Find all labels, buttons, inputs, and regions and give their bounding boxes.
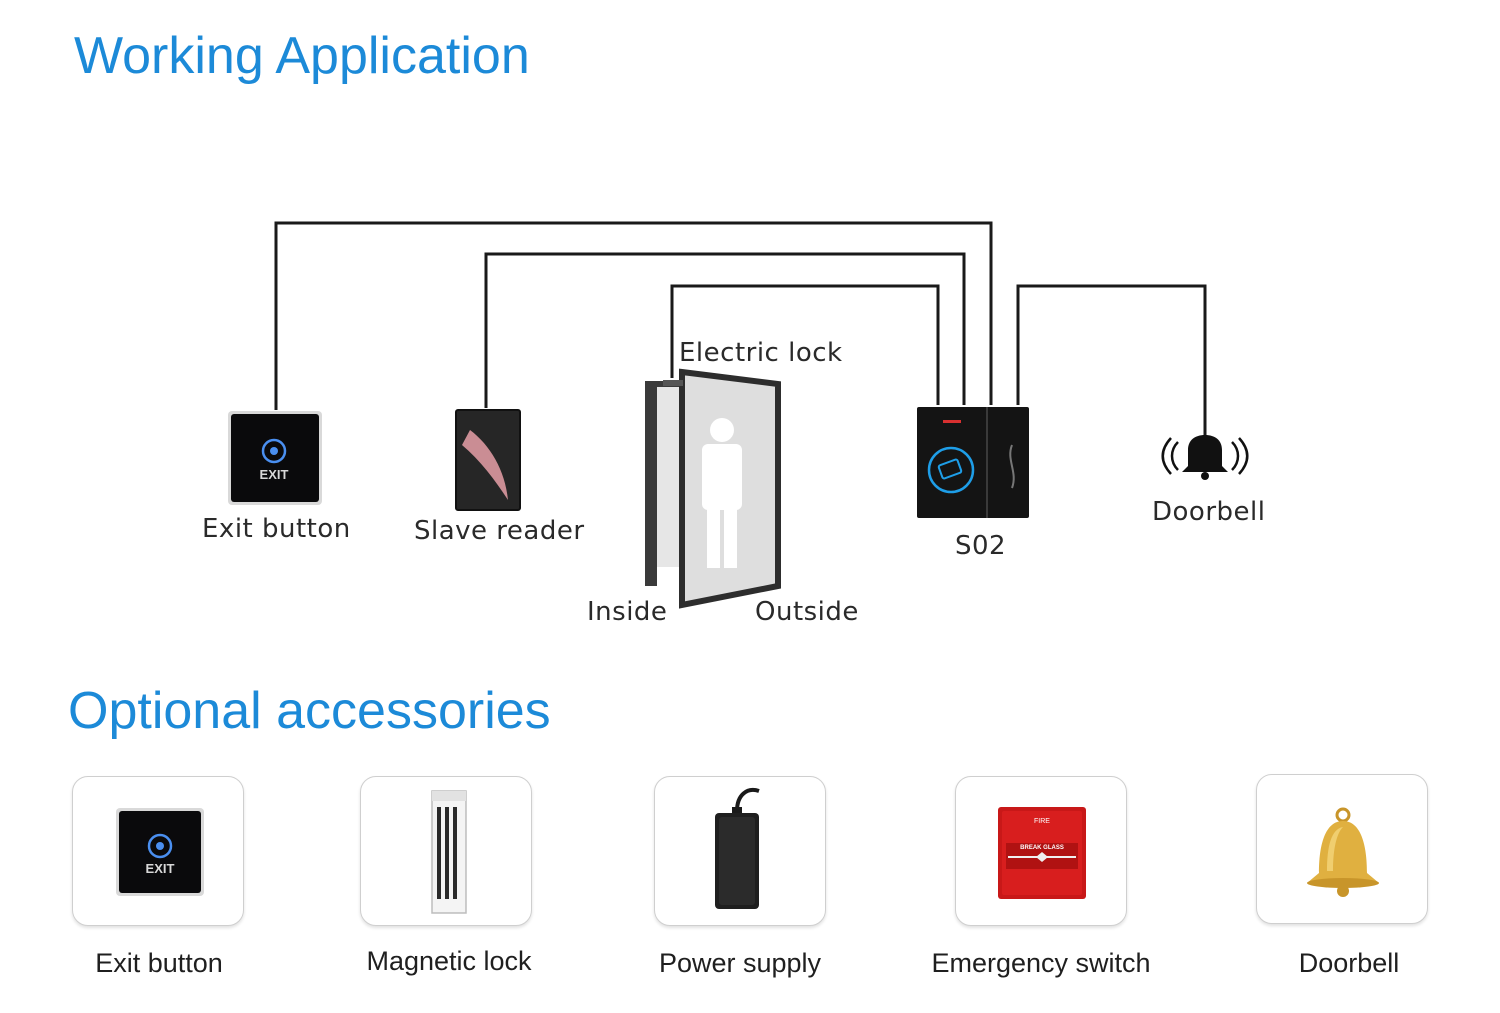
label-electric-lock: Electric lock [679,338,843,368]
wire-doorbell [1016,284,1207,438]
exit-plate-text: EXIT [146,861,175,876]
exit-plate-text: EXIT [260,467,289,482]
exit-button-icon: EXIT [116,808,204,896]
wire-slave-reader [484,252,966,408]
slave-reader-device [455,409,521,511]
person-icon [702,418,742,568]
doorbell-icon [1161,435,1249,480]
exit-button-device: EXIT [228,411,322,505]
s02-controller-device [917,407,1029,518]
accessory-card-doorbell [1256,774,1428,924]
svg-text:BREAK GLASS: BREAK GLASS [1020,845,1064,851]
accessory-label: Exit button [95,948,223,978]
magnetic-lock-icon [431,790,467,914]
svg-text:FIRE: FIRE [1034,818,1050,825]
label-outside: Outside [755,597,859,627]
card-icon [927,446,975,494]
optional-accessories-heading: Optional accessories [68,682,551,740]
accessory-label: Doorbell [1298,948,1400,978]
accessory-card-magnetic-lock [360,776,532,926]
accessory-card-exit-button: EXIT [72,776,244,926]
accessory-label: Emergency switch [931,948,1151,978]
hand-icon [261,438,287,464]
label-inside: Inside [587,597,668,627]
emergency-switch-icon: FIRE BREAK GLASS [998,807,1086,899]
wires [274,221,1207,438]
accessory-label: Magnetic lock [366,946,532,976]
accessory-card-emergency-switch: FIRE BREAK GLASS [955,776,1127,926]
working-application-heading: Working Application [74,27,530,85]
label-s02: S02 [955,531,1007,561]
accessory-card-power-supply [654,776,826,926]
bell-icon [1307,807,1379,897]
accessory-label: Power supply [658,948,822,978]
wire-exit-button [274,221,993,410]
wire-electric-lock [670,284,940,405]
door-illustration [645,368,781,609]
label-slave-reader: Slave reader [414,516,585,546]
power-supply-icon [715,788,760,909]
label-doorbell: Doorbell [1152,497,1266,527]
label-exit-button: Exit button [202,514,351,544]
